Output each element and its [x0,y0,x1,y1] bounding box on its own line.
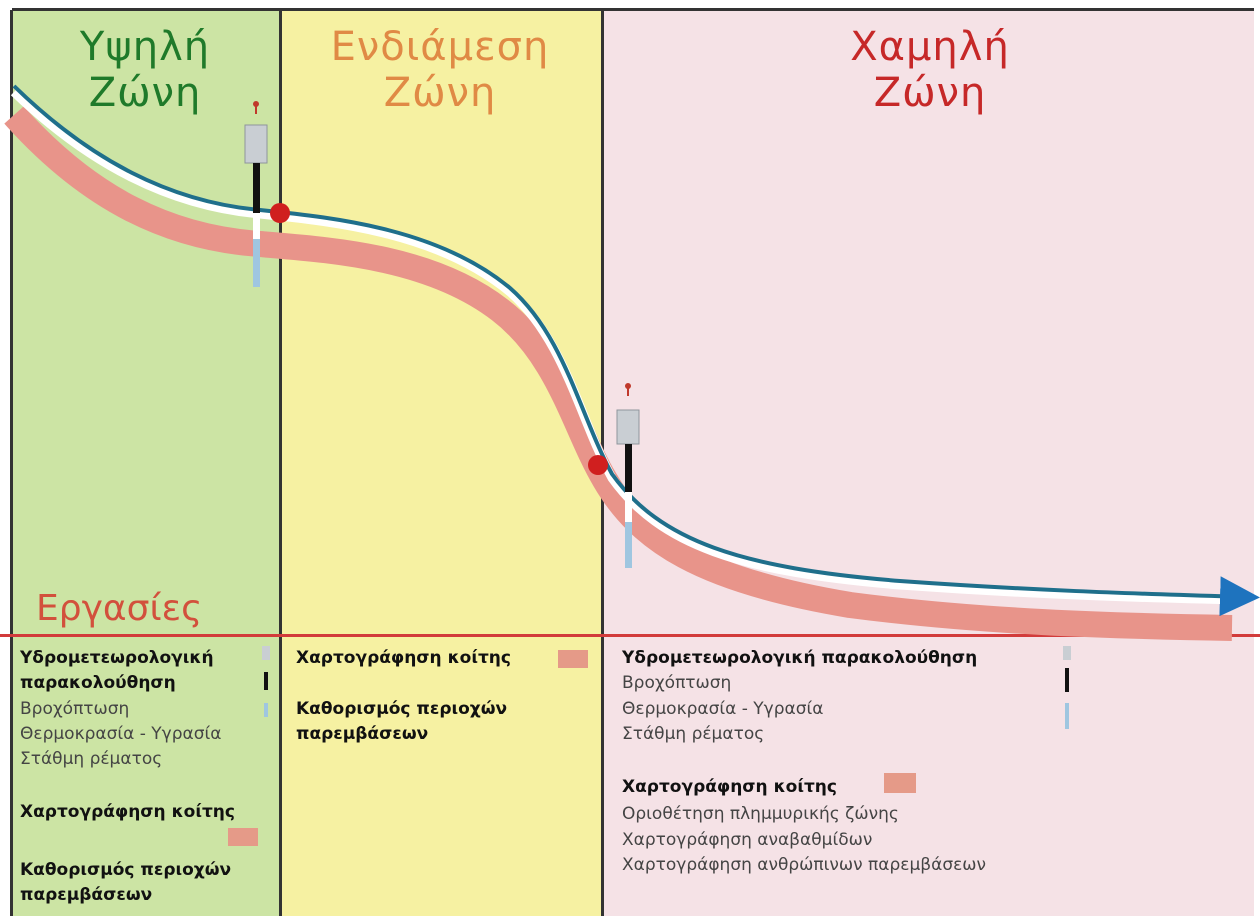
high-zone-title-line2: Ζώνη [88,70,202,116]
low-zone-title-line2: Ζώνη [873,70,987,116]
high-rain-label: Βροχόπτωση [20,699,130,719]
high-temp-label: Θερμοκρασία - Υγρασία [20,724,222,744]
high-monitoring-label-line2: παρακολούθηση [20,673,176,693]
high-zone-title-line1: Υψηλή [79,24,211,70]
high-zone-title: Υψηλή Ζώνη [40,24,250,116]
low-rain-label: Βροχόπτωση [622,673,732,693]
low-temp-label: Θερμοκρασία - Υγρασία [622,699,824,719]
intermediate-zone-title: Ενδιάμεση Ζώνη [290,24,590,116]
high-level-label: Στάθμη ρέματος [20,749,163,769]
intermediate-zone-background [280,10,602,916]
works-separator-line [0,634,1260,637]
high-areas-label-line1: Καθορισμός περιοχών [20,860,232,880]
left-border [10,10,13,916]
low-mapping-label: Χαρτογράφηση κοίτης [622,777,837,797]
channel-swatch-icon [558,650,588,668]
channel-band [4,106,1233,641]
high-areas-label-line2: παρεμβάσεων [20,885,153,905]
channel-swatch-icon [228,828,258,846]
high-monitoring-label-line1: Υδρομετεωρολογική [20,648,214,668]
low-monitoring-label: Υδρομετεωρολογική παρακολούθηση [622,648,978,668]
high-mapping-label: Χαρτογράφηση κοίτης [20,802,235,822]
mid-areas-label-line2: παρεμβάσεων [296,724,429,744]
channel-swatch-icon [884,773,916,793]
zone-boundary-point-icon [588,455,608,475]
low-weirs-label: Χαρτογράφηση αναβαθμίδων [622,830,873,850]
zone-boundary-point-icon [270,203,290,223]
low-zone-background [602,10,1254,916]
intermediate-zone-title-line1: Ενδιάμεση [330,24,550,70]
low-zone-title-line1: Χαμηλή [850,24,1010,70]
works-title: Εργασίες [36,588,203,629]
zone-divider-high-mid [279,10,282,916]
low-human-label: Χαρτογράφηση ανθρώπινων παρεμβάσεων [622,855,987,875]
low-level-label: Στάθμη ρέματος [622,724,765,744]
monitoring-station-icon [616,383,640,568]
low-zone-title: Χαμηλή Ζώνη [800,24,1060,116]
intermediate-zone-title-line2: Ζώνη [383,70,497,116]
top-border [12,8,1254,11]
mid-mapping-label: Χαρτογράφηση κοίτης [296,648,511,668]
mid-areas-label-line1: Καθορισμός περιοχών [296,699,508,719]
monitoring-station-icon [244,101,268,287]
low-flood-label: Οριοθέτηση πλημμυρικής ζώνης [622,804,899,824]
river-line-arrow-icon [12,84,1260,617]
